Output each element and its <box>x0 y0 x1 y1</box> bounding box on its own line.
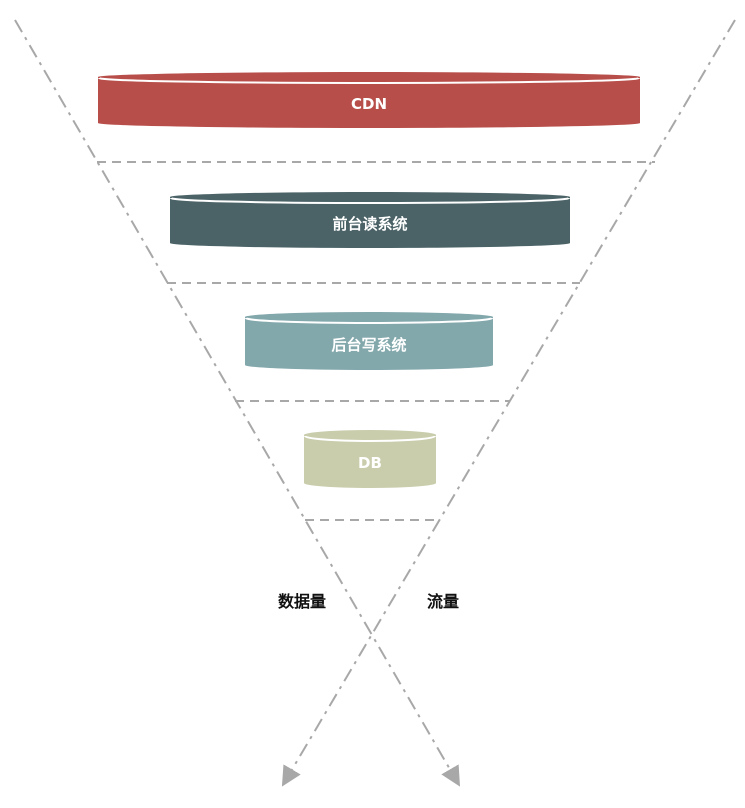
data-volume-label: 数据量 <box>278 592 326 611</box>
backend-write-layer: 后台写系统 <box>245 312 493 370</box>
cdn-layer: CDN <box>98 72 640 128</box>
traffic-axis-line <box>281 19 736 787</box>
frontend-read-layer: 前台读系统 <box>170 192 570 248</box>
cylinder-body <box>170 197 570 248</box>
data-volume-axis-line <box>14 19 461 787</box>
cylinder-body <box>98 77 640 128</box>
cylinder-top <box>304 430 436 440</box>
db-layer: DB <box>304 430 436 488</box>
cylinder-top <box>98 72 640 82</box>
cylinder-body <box>304 435 436 488</box>
layer-label: 后台写系统 <box>331 336 406 354</box>
traffic-label: 流量 <box>427 592 459 611</box>
cylinder-top <box>170 192 570 202</box>
layer-label: DB <box>358 454 382 472</box>
layer-label: CDN <box>351 95 387 113</box>
cylinder-body <box>245 317 493 370</box>
cylinder-top <box>245 312 493 322</box>
layer-label: 前台读系统 <box>332 215 407 233</box>
